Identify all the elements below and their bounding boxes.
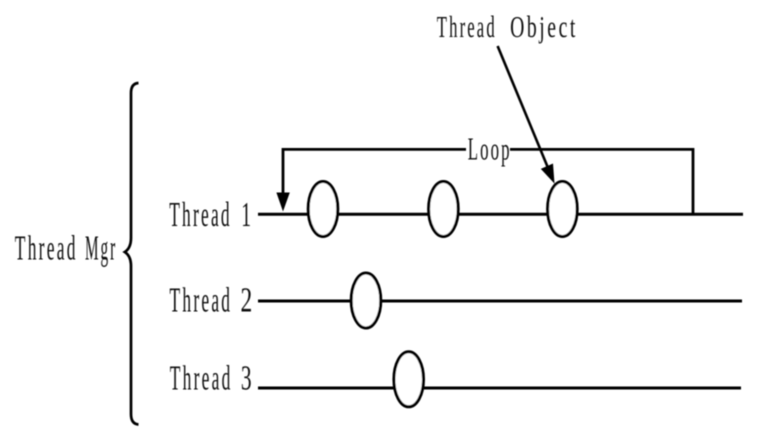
svg-text:Thread: Thread [169, 195, 232, 234]
svg-text:Mgr: Mgr [85, 228, 117, 267]
svg-text:2: 2 [241, 281, 253, 320]
svg-text:Loop: Loop [468, 131, 512, 167]
svg-text:Object: Object [510, 10, 578, 45]
svg-text:3: 3 [241, 359, 252, 398]
svg-text:1: 1 [241, 197, 251, 235]
svg-text:Thread: Thread [15, 228, 78, 267]
svg-text:Thread: Thread [170, 280, 233, 319]
svg-text:Thread: Thread [170, 358, 233, 397]
svg-text:Thread: Thread [437, 11, 497, 45]
